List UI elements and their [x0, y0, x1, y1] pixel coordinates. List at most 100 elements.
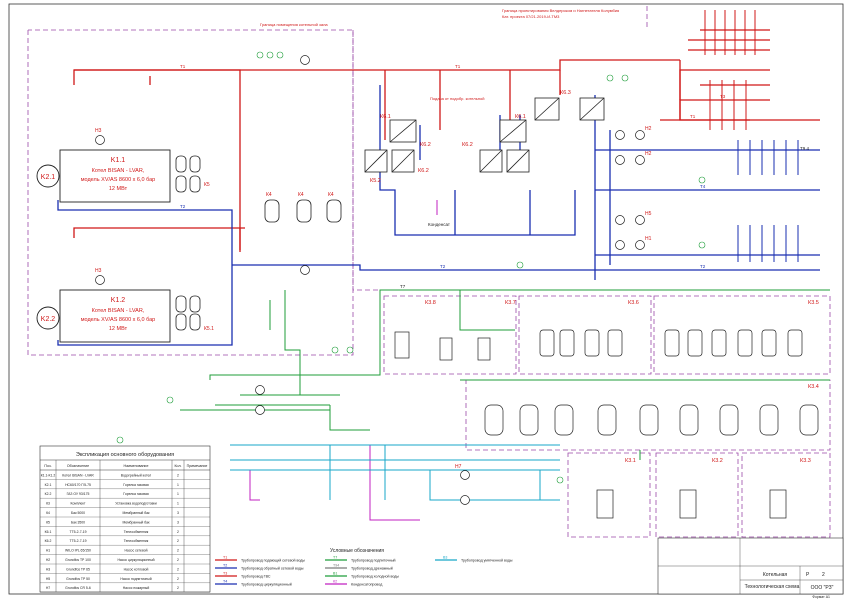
unit-k4-label-2: К4	[298, 192, 304, 198]
unit-k4-label-3: К4	[328, 192, 334, 198]
spec-table-cell: 1	[177, 492, 179, 496]
pipe-tag-t2: Т2	[440, 264, 446, 269]
spec-table-cell: 2	[177, 549, 179, 553]
unit-k34-label: К3.4	[808, 384, 819, 390]
pipe-tag-t1: Т1	[180, 64, 186, 69]
supply-risers	[704, 10, 756, 130]
legend-code: В3	[443, 556, 447, 560]
spec-table-cell: К6.1	[45, 530, 52, 534]
spec-table-cell: 2	[177, 558, 179, 562]
title-object: Котельная	[763, 572, 787, 578]
legend-code: В1	[333, 572, 337, 576]
unit-k52-label: К5.2	[370, 178, 381, 184]
legend-title: Условные обозначения	[330, 548, 384, 554]
title-block: Котельная Технологическая схема Р 2 ООО …	[657, 537, 844, 599]
instrument-marks	[116, 51, 706, 484]
legend-code: Т1	[223, 556, 227, 560]
spec-header-note: Примечание	[187, 464, 208, 468]
condensate-label: Конденсат	[428, 222, 450, 227]
softened-water-piping	[230, 444, 560, 501]
burner-label: K2.1	[41, 174, 56, 181]
condensate-piping	[249, 200, 438, 521]
legend-code: Т4	[223, 580, 227, 584]
spec-table-cell: Бак 5000	[71, 511, 85, 515]
title-sheet: 2	[822, 572, 825, 578]
spec-table-cell: Н2	[46, 558, 50, 562]
spec-table-cell: Теплообменник	[124, 539, 149, 543]
spec-header-qty: Кол.	[174, 464, 181, 468]
membrane-tanks-k4	[264, 199, 342, 223]
spec-table-cell: 1	[177, 502, 179, 506]
pump-h2-label: Н2	[645, 126, 652, 132]
boiler-k1-1: K2.1 K1.1 Котел BISAN - LVAR, модель XV/…	[36, 149, 171, 203]
legend-label: Трубопровод дренажный	[351, 566, 393, 570]
spec-table-cell: Н3	[46, 567, 50, 571]
condensate-return-label: Подача от подобр. котельной	[430, 96, 484, 101]
spec-table-cell: 2	[177, 586, 179, 590]
spec-table-cell: Насос котловой	[124, 567, 149, 571]
legend-label: Конденсатопровод	[351, 582, 383, 586]
pipe-tags: Т1 Т1 Т1 Т2 Т2 Т2 Т3 Т4 Т7 Т9.4	[180, 64, 810, 289]
unit-k4-label-1: К4	[266, 192, 272, 198]
unit-k35-label: К3.5	[808, 300, 819, 306]
spec-table-cell: Водогрейный котел	[121, 473, 152, 477]
pump-h2b-label: Н2	[645, 151, 652, 157]
boundary-label-boiler-room: Граница помещения котельной зала	[260, 22, 328, 27]
spec-header-name: Наименование	[124, 464, 149, 468]
pipe-tag-t2: Т2	[700, 264, 706, 269]
spec-table-cell: 2	[177, 567, 179, 571]
spec-table-cell: 1	[177, 483, 179, 487]
spec-table-cell: Горелка газовая	[123, 483, 149, 487]
spec-table-cell: Насос пожарный	[123, 586, 150, 590]
return-risers	[737, 140, 799, 262]
boiler-k1-2: K2.2 K1.2 Котел BISAN - LVAR, модель XV/…	[36, 289, 171, 343]
pipe-tag-t1: Т1	[690, 114, 696, 119]
spec-table-cell: Grundfos CR 5-6	[65, 586, 91, 590]
spec-table-cell: К4	[46, 511, 50, 515]
spec-table-cell: Мембранный бак	[122, 520, 150, 524]
spec-table-cell: Насос подпиточный	[120, 577, 151, 581]
unit-k51-label: К5.1	[204, 326, 214, 332]
boiler-line3: 12 МВт	[109, 326, 128, 332]
pump-h3-label: Н3	[95, 128, 102, 134]
title-sheet-title: Технологическая схема	[745, 584, 800, 590]
legend-code: К2	[333, 580, 337, 584]
spec-table-cell: Насос циркуляционный	[117, 558, 154, 562]
boiler-tag: K1.1	[111, 157, 126, 164]
spec-table-cell: Теплообменник	[124, 530, 149, 534]
spec-table-cell: Н5	[46, 577, 50, 581]
spec-table-cell: ГАЗ ОУ 93/175	[67, 492, 90, 496]
spec-table-cell: К5	[46, 520, 50, 524]
pipe-tag-t4: Т4	[700, 184, 706, 189]
unit-k31-label: К3.1	[625, 458, 636, 464]
spec-table-cell: Бак 3500	[71, 520, 85, 524]
water-treatment-vessels	[394, 329, 819, 519]
legend-code: Т3	[223, 572, 227, 576]
pump-h1-label: Н1	[645, 236, 652, 242]
unit-k62-label-a: К6.2	[420, 142, 431, 148]
pipe-tag-t7: Т7	[400, 284, 406, 289]
legend-label: Трубопровод умягченной воды	[461, 558, 513, 562]
spec-table-cell: 3	[177, 520, 179, 524]
spec-table-title: Экспликация основного оборудования	[76, 452, 174, 458]
spec-table-cell: WILO IPL 65/150	[65, 549, 91, 553]
boundaries	[27, 6, 831, 538]
supply-piping	[73, 29, 820, 252]
spec-table: Экспликация основного оборудования Поз. …	[39, 445, 211, 593]
spec-table-cell: Grundfos TP 100	[65, 558, 91, 562]
drawing-frame	[8, 3, 844, 595]
spec-table-cell: Установка водоподготовки	[115, 502, 157, 506]
makeup-piping	[180, 289, 830, 460]
spec-table-cell: 2	[177, 473, 179, 477]
boiler-line3: 12 МВт	[109, 186, 128, 192]
spec-table-cell: К1.1-К1.2	[41, 473, 56, 477]
heat-exchangers	[364, 97, 605, 173]
legend-code: Т2	[223, 564, 227, 568]
pipe-tag-t3: Т3	[720, 94, 726, 99]
spec-table-cell: Комплект	[71, 502, 86, 506]
legend-label: Трубопровод циркуляционный	[241, 582, 292, 586]
title-format: Формат А1	[812, 595, 830, 599]
